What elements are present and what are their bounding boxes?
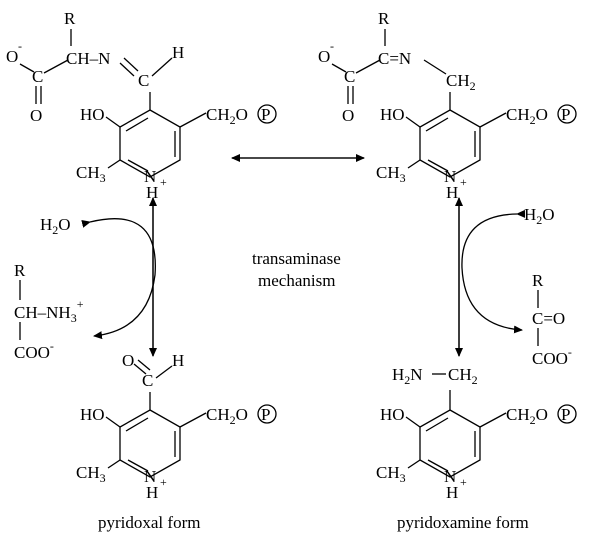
svg-text:CH2: CH2 <box>448 365 478 387</box>
water-right: H <box>524 205 536 224</box>
charge-plus: + <box>460 475 467 489</box>
svg-text:CH3: CH3 <box>376 163 406 185</box>
atom-h: H <box>172 351 184 370</box>
atom-ch3: CH <box>376 163 400 182</box>
atom-h: H <box>146 183 158 202</box>
atom-ch2: CH <box>448 365 472 384</box>
svg-text:CH2O: CH2O <box>506 105 548 127</box>
atom-r: R <box>64 9 76 28</box>
charge-minus: - <box>18 39 22 53</box>
atom-r: R <box>532 271 544 290</box>
atom-coo: COO <box>532 349 568 368</box>
phosphate-symbol: P <box>261 405 270 424</box>
atom-c: C <box>138 71 149 90</box>
atom-ch: CH <box>14 303 38 322</box>
phosphate-symbol: P <box>561 405 570 424</box>
keto-acid: R C=O COO- <box>532 271 572 368</box>
atom-o: O <box>122 351 134 370</box>
atom-c: C <box>142 371 153 390</box>
svg-text:H2N: H2N <box>392 365 423 387</box>
svg-text:CH2O: CH2O <box>206 105 248 127</box>
atom-coo: COO <box>14 343 50 362</box>
atom-ho: HO <box>80 105 105 124</box>
atom-n: N <box>444 167 456 186</box>
atom-ch-n: CH–N <box>66 49 110 68</box>
charge-minus: - <box>330 39 334 53</box>
caption-pyridoxal: pyridoxal form <box>98 513 200 532</box>
ketimine-structure: O - C O R C=N CH2 HO CH2O P CH3 N H + <box>318 9 577 202</box>
atom-ho: HO <box>380 105 405 124</box>
charge-plus: + <box>160 175 167 189</box>
atom-ho: HO <box>80 405 105 424</box>
svg-text:CH2: CH2 <box>446 71 476 93</box>
atom-r: R <box>378 9 390 28</box>
atom-h: H <box>146 483 158 502</box>
atom-ho: HO <box>380 405 405 424</box>
atom-h: H <box>446 483 458 502</box>
atom-ch2o: CH <box>206 105 230 124</box>
atom-h2n: H <box>392 365 404 384</box>
left-curved-arrow <box>81 218 156 340</box>
svg-text:CH3: CH3 <box>376 463 406 485</box>
phosphate-symbol: P <box>561 105 570 124</box>
right-curved-arrow <box>461 209 526 334</box>
atom-h: H <box>446 183 458 202</box>
charge-plus: + <box>460 175 467 189</box>
atom-o: O <box>318 47 330 66</box>
atom-ch2o: CH <box>506 405 530 424</box>
svg-text:CH3: CH3 <box>76 163 106 185</box>
water-left: H <box>40 215 52 234</box>
amino-acid: R CH–NH3+ COO- <box>14 261 84 362</box>
atom-c: C <box>32 67 43 86</box>
svg-text:H2O: H2O <box>524 205 555 227</box>
phosphate-symbol: P <box>261 105 270 124</box>
atom-c-eq-n: C=N <box>378 49 411 68</box>
atom-ch2: CH <box>446 71 470 90</box>
atom-n: N <box>144 467 156 486</box>
pyridoxal-structure: O C H HO CH2O P CH3 N H + <box>76 351 277 502</box>
atom-o: O <box>30 106 42 125</box>
atom-n: N <box>444 467 456 486</box>
svg-text:CH2O: CH2O <box>206 405 248 427</box>
pyridoxamine-structure: H2N CH2 HO CH2O P CH3 N H + <box>376 365 577 502</box>
svg-text:COO-: COO- <box>532 345 572 368</box>
atom-r: R <box>14 261 26 280</box>
charge-plus: + <box>160 475 167 489</box>
atom-c-eq-o: C=O <box>532 309 565 328</box>
center-label-line2: mechanism <box>258 271 335 290</box>
atom-c: C <box>344 67 355 86</box>
svg-text:CH3: CH3 <box>76 463 106 485</box>
svg-text:COO-: COO- <box>14 339 54 362</box>
svg-text:H2O: H2O <box>40 215 71 237</box>
atom-h: H <box>172 43 184 62</box>
atom-ch3: CH <box>76 463 100 482</box>
atom-ch3: CH <box>376 463 400 482</box>
atom-ch3: CH <box>76 163 100 182</box>
atom-n: N <box>144 167 156 186</box>
atom-ch2o: CH <box>206 405 230 424</box>
svg-text:CH–NH3+: CH–NH3+ <box>14 297 84 325</box>
aldimine-structure: O - C O R CH–N C H HO CH2O P CH3 N H + <box>6 9 277 202</box>
atom-o: O <box>6 47 18 66</box>
atom-ch2o: CH <box>506 105 530 124</box>
caption-pyridoxamine: pyridoxamine form <box>397 513 529 532</box>
center-label-line1: transaminase <box>252 249 341 268</box>
svg-text:CH2O: CH2O <box>506 405 548 427</box>
atom-o: O <box>342 106 354 125</box>
